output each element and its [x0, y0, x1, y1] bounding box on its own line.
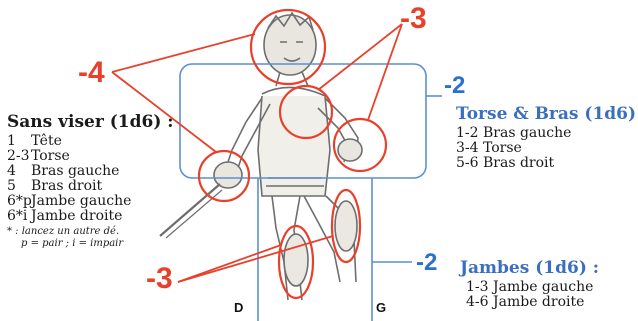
unaimed-note: * : lancez un autre dé. p = pair ; i = i… — [7, 226, 123, 250]
head-modifier: -4 — [78, 58, 105, 88]
legs-modifier: -3 — [146, 264, 173, 294]
torso-arms-modifier: -3 — [400, 4, 427, 34]
torso-arms-row: 1-2 Bras gauche — [456, 126, 571, 141]
torso-arms-zone-modifier: -2 — [444, 74, 465, 98]
unaimed-row: 2-3Torse — [7, 149, 131, 164]
legs-rows: 1-3 Jambe gauche 4-6 Jambe droite — [466, 280, 593, 310]
legs-zone-modifier: -2 — [416, 251, 437, 275]
unaimed-row: 6*pJambe gauche — [7, 194, 131, 209]
torso-arms-row: 5-6 Bras droit — [456, 156, 571, 171]
legs-row: 4-6 Jambe droite — [466, 295, 593, 310]
foot-label-right: G — [376, 300, 386, 315]
unaimed-title: Sans viser (1d6) : — [7, 112, 174, 132]
torso-arms-rows: 1-2 Bras gauche 3-4 Torse 5-6 Bras droit — [456, 126, 571, 171]
torso-arms-title: Torse & Bras (1d6) : — [456, 104, 638, 124]
torso-arms-row: 3-4 Torse — [456, 141, 571, 156]
legs-row: 1-3 Jambe gauche — [466, 280, 593, 295]
legs-title: Jambes (1d6) : — [460, 258, 599, 278]
foot-label-left: D — [234, 300, 243, 315]
